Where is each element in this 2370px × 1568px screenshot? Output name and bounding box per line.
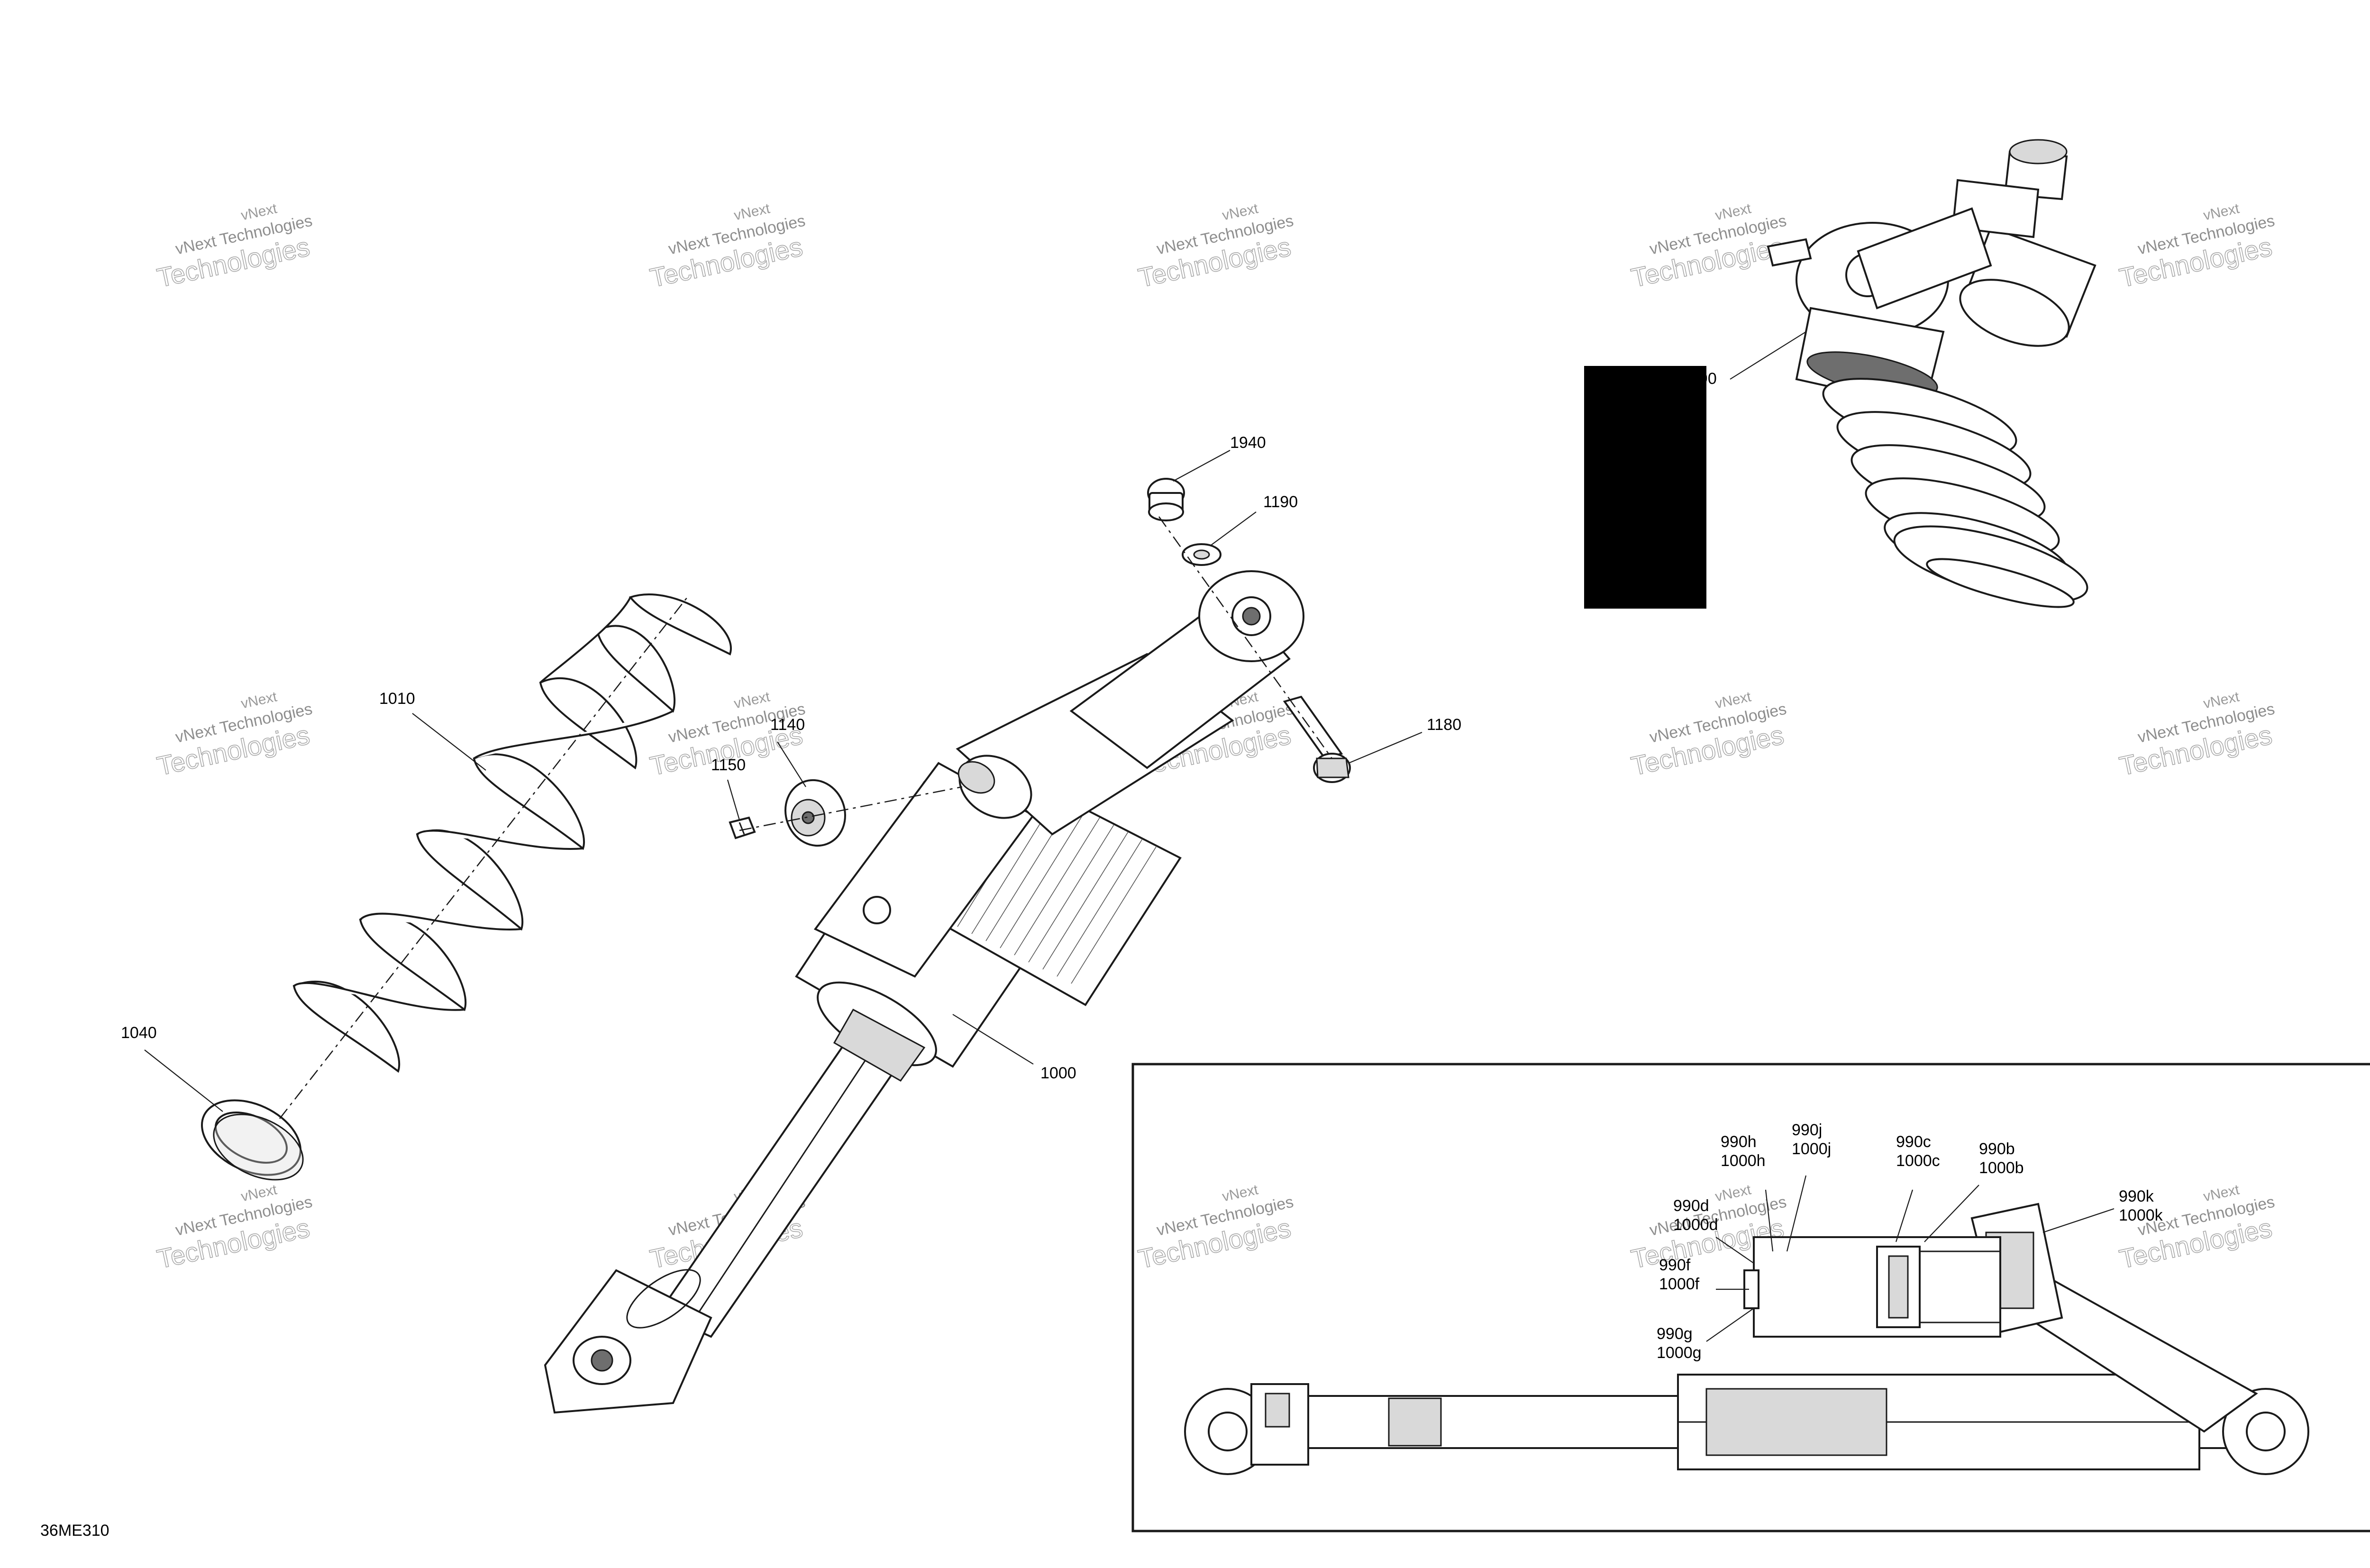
section-view-labels: 990h 1000h 990j 1000j 990c 1000c 990b 10…: [1657, 1121, 2163, 1362]
redaction-box: [1584, 366, 1706, 609]
detail-label: 1000f: [1659, 1275, 1700, 1293]
assembled-shock: [1767, 139, 2097, 608]
top-washer: [1182, 543, 1221, 566]
detail-label: 990h: [1721, 1133, 1757, 1151]
callout-1000: 1000: [1040, 1064, 1076, 1082]
axis-lines: [279, 516, 1333, 1119]
watermark: vNext vNext Technologies Technologies: [154, 201, 314, 293]
mounting-bolt: [1283, 695, 1351, 783]
watermark: vNext vNext Technologies Technologies: [154, 1182, 314, 1274]
coil-spring: [292, 593, 732, 1073]
callout-1940: 1940: [1230, 434, 1266, 452]
detail-label: 1000d: [1673, 1216, 1718, 1234]
watermark: vNext vNext Technologies Technologies: [1628, 201, 1788, 293]
detail-label: 990j: [1792, 1121, 1822, 1139]
watermark: vNext vNext Technologies Technologies: [1628, 689, 1788, 781]
detail-label: 990c: [1896, 1133, 1931, 1151]
knob-screw: [729, 816, 756, 839]
leader-lines: [144, 331, 1806, 1112]
watermark: vNext vNext Technologies Technologies: [647, 201, 807, 293]
main-shock-absorber: [544, 570, 1304, 1414]
callout-1150: 1150: [711, 756, 746, 774]
callouts: 1940 1190 1180 1010 1140 1150 1040 1000 …: [121, 370, 1717, 1082]
preload-knob: [784, 779, 846, 847]
detail-label: 1000c: [1896, 1152, 1940, 1170]
figure-code: 36ME310: [40, 1522, 109, 1540]
top-nut: [1147, 478, 1185, 521]
detail-label: 990d: [1673, 1197, 1709, 1215]
retainer-ring: [201, 1099, 304, 1181]
watermark: vNext vNext Technologies Technologies: [2116, 201, 2276, 293]
detail-label: 1000b: [1979, 1159, 2024, 1177]
watermark: vNext vNext Technologies Technologies: [2116, 689, 2276, 781]
callout-1180: 1180: [1427, 716, 1461, 734]
callout-1140: 1140: [770, 716, 805, 734]
detail-label: 1000j: [1792, 1140, 1831, 1158]
shock-shaft: [657, 1037, 902, 1338]
section-view-frame: [1131, 1063, 2370, 1532]
detail-label: 990f: [1659, 1256, 1691, 1274]
detail-label: 1000h: [1721, 1152, 1766, 1170]
detail-label: 990b: [1979, 1140, 2015, 1158]
detail-label: 990k: [2119, 1187, 2154, 1205]
detail-label: 1000g: [1657, 1344, 1702, 1362]
callout-1190: 1190: [1263, 493, 1298, 511]
watermark: vNext vNext Technologies Technologies: [154, 689, 314, 781]
detail-label: 1000k: [2119, 1206, 2163, 1224]
watermark: vNext vNext Technologies Technologies: [1135, 1182, 1295, 1274]
detail-label: 990g: [1657, 1325, 1693, 1343]
callout-1040: 1040: [121, 1024, 157, 1042]
callout-1010: 1010: [379, 690, 415, 708]
watermarks: vNext vNext Technologies Technologies vN…: [154, 201, 2276, 1274]
section-view-panel: [1131, 1063, 2370, 1532]
watermark: vNext vNext Technologies Technologies: [1135, 201, 1295, 293]
